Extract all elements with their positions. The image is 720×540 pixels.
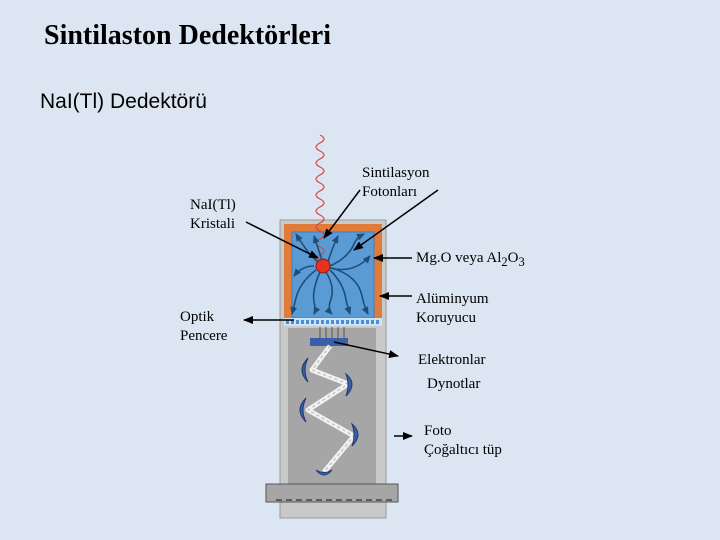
label-dynodes: Dynotlar [427,376,481,392]
label-pointers [243,189,439,440]
dynodes [299,357,359,476]
scintillation-photon-paths [290,233,371,315]
label-photomultiplier-tube: Foto Çoğaltıcı tüp [424,423,502,458]
label-optical-window: Optik Pencere [180,309,228,344]
electron-cascade-dashes [306,345,355,473]
focusing-electrode [310,338,348,346]
label-aluminum-housing: Alüminyum Koruyucu [416,291,489,326]
page-title: Sintilaston Dedektörleri [44,20,331,51]
interaction-point [315,258,331,274]
label-electrons: Elektronlar [418,352,486,368]
label-nai-crystal: NaI(Tl) Kristali [190,197,236,232]
label-scintillation-photons: Sintilasyon Fotonları [362,165,430,200]
photocathode-lines [319,327,345,338]
tube-base [265,483,399,503]
page-subtitle: NaI(Tl) Dedektörü [40,90,207,113]
label-mgo-reflector: Mg.O veya Al2O3 [416,250,525,269]
